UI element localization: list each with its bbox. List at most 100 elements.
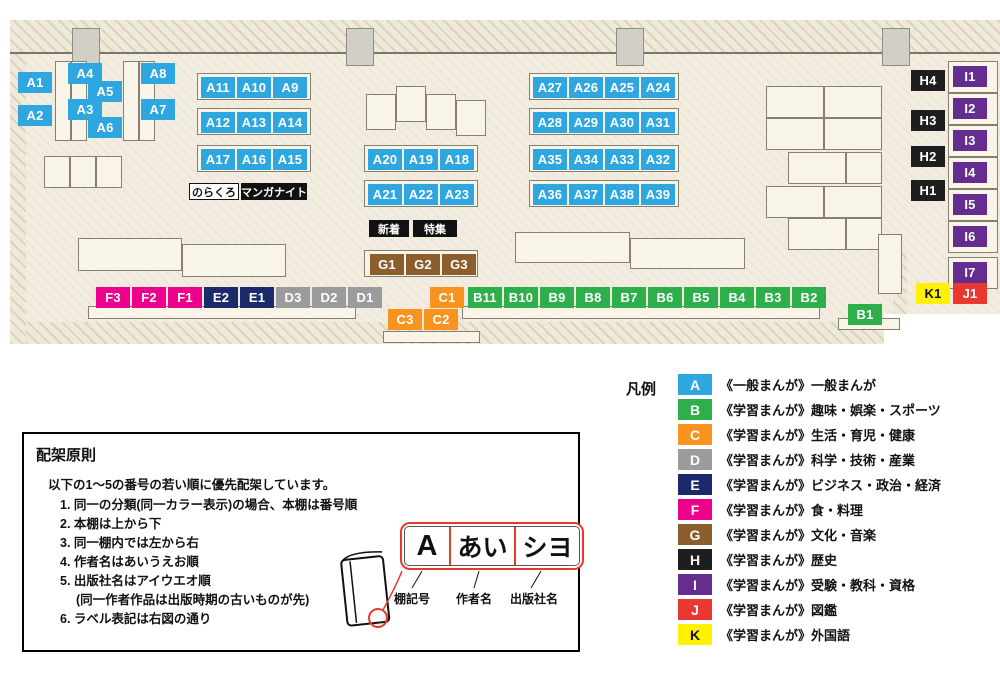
legend-key-B: B [678,399,712,420]
diagram-caption-publisher: 出版社名 [510,592,559,606]
legend-label: 《学習まんが》外国語 [720,628,851,643]
shelf-label-B6: B6 [648,287,682,308]
diagram-caption-shelf-code: 棚記号 [394,592,431,606]
map-annotation: 新着 [369,220,409,237]
principles-title: 配架原則 [36,447,97,464]
shelf-label-D1: D1 [348,287,382,308]
shelf-label-A19: A19 [404,149,438,170]
map-annotation: のらくろ [189,183,239,200]
legend-label: 《学習まんが》図鑑 [720,603,838,618]
shelf-label-A25: A25 [605,77,639,98]
shelf-label-A23: A23 [440,184,474,205]
shelf-label-A28: A28 [533,112,567,133]
legend-row-I: I 《学習まんが》受験・教科・資格 [678,572,941,597]
rule-item: 3. 同一棚内では左から右 [60,536,199,550]
legend-key-I: I [678,574,712,595]
shelf-label-G2: G2 [406,254,440,275]
legend-row-F: F《学習まんが》食・料理 [678,497,941,522]
legend-key-C: C [678,424,712,445]
shelf-label-E2: E2 [204,287,238,308]
shelf-label-A12: A12 [201,112,235,133]
principles-intro: 以下の1〜5の番号の若い順に優先配架しています。 [48,478,336,492]
diagram-caption-author: 作者名 [456,592,493,606]
legend-label: 《学習まんが》科学・技術・産業 [720,453,916,468]
shelf-label-A30: A30 [605,112,639,133]
shelf-label-A7: A7 [141,99,175,120]
shelf-label-A17: A17 [201,149,235,170]
shelf-label-B3: B3 [756,287,790,308]
label-part-1: あい [457,534,508,562]
shelf-label-A38: A38 [605,184,639,205]
legend-row-K: K 《学習まんが》外国語 [678,622,941,647]
shelf-label-B9: B9 [540,287,574,308]
legend-key-H: H [678,549,712,570]
shelf-label-A21: A21 [368,184,402,205]
legend-key-G: G [678,524,712,545]
legend-key-F: F [678,499,712,520]
legend-label: 《学習まんが》趣味・娯楽・スポーツ [720,403,941,418]
shelf-label-A26: A26 [569,77,603,98]
shelf-label-A6: A6 [88,117,122,138]
caption-line-shelf-code [411,570,423,589]
shelf-label-H3: H3 [911,110,945,131]
rule-item: 4. 作者名はあいうえお順 [60,555,199,569]
shelf-block [766,86,824,118]
legend-key-J: J [678,599,712,620]
shelf-label-B2: B2 [792,287,826,308]
legend-label: 《学習まんが》受験・教科・資格 [720,578,916,593]
shelf-label-I2: I2 [953,98,987,119]
shelf-label-A9: A9 [273,77,307,98]
pillar [346,28,374,66]
shelf-label-A3: A3 [68,99,102,120]
shelf-block [366,94,396,130]
shelf-label-D2: D2 [312,287,346,308]
legend-label: 《一般まんが》一般まんが [720,378,877,393]
legend-row-B: B 《学習まんが》趣味・娯楽・スポーツ [678,397,941,422]
label-part-0: A [416,529,438,562]
legend-row-J: J 《学習まんが》図鑑 [678,597,941,622]
shelf-block [788,152,846,184]
shelf-label-G3: G3 [442,254,476,275]
shelf-label-G1: G1 [370,254,404,275]
shelf-label-A1: A1 [18,72,52,93]
shelf-label-I3: I3 [953,130,987,151]
legend-row-D: D《学習まんが》科学・技術・産業 [678,447,941,472]
label-example-box: A あいシヨ [400,522,584,570]
shelf-block [630,238,745,269]
rule-item: 2. 本棚は上から下 [60,517,162,531]
shelf-label-B8: B8 [576,287,610,308]
shelf-label-I1: I1 [953,66,987,87]
shelf-label-A24: A24 [641,77,675,98]
shelf-label-A2: A2 [18,105,52,126]
shelf-label-A10: A10 [237,77,271,98]
shelf-label-A15: A15 [273,149,307,170]
shelf-block [44,156,70,188]
shelf-block [766,186,824,218]
shelf-label-A36: A36 [533,184,567,205]
shelf-label-A34: A34 [569,149,603,170]
legend-row-E: E《学習まんが》ビジネス・政治・経済 [678,472,941,497]
shelf-label-A37: A37 [569,184,603,205]
shelf-label-E1: E1 [240,287,274,308]
label-part-2: シヨ [522,534,573,562]
legend-row-A: A 《一般まんが》一般まんが [678,372,941,397]
hatched-wall [10,20,1000,54]
shelf-label-A31: A31 [641,112,675,133]
legend-label: 《学習まんが》歴史 [720,553,838,568]
shelf-label-B1: B1 [848,304,882,325]
legend-key-K: K [678,624,712,645]
legend-label: 《学習まんが》ビジネス・政治・経済 [720,478,942,493]
shelf-block [846,218,882,250]
legend-label: 《学習まんが》生活・育児・健康 [720,428,916,443]
shelf-label-A29: A29 [569,112,603,133]
caption-line-publisher [530,570,542,589]
rule-item: (同一作者作品は出版時期の古いものが先) [76,593,310,607]
legend-key-A: A [678,374,712,395]
shelf-label-J1: J1 [953,283,987,304]
shelf-label-H4: H4 [911,70,945,91]
shelf-block [96,156,122,188]
shelf-label-A32: A32 [641,149,675,170]
